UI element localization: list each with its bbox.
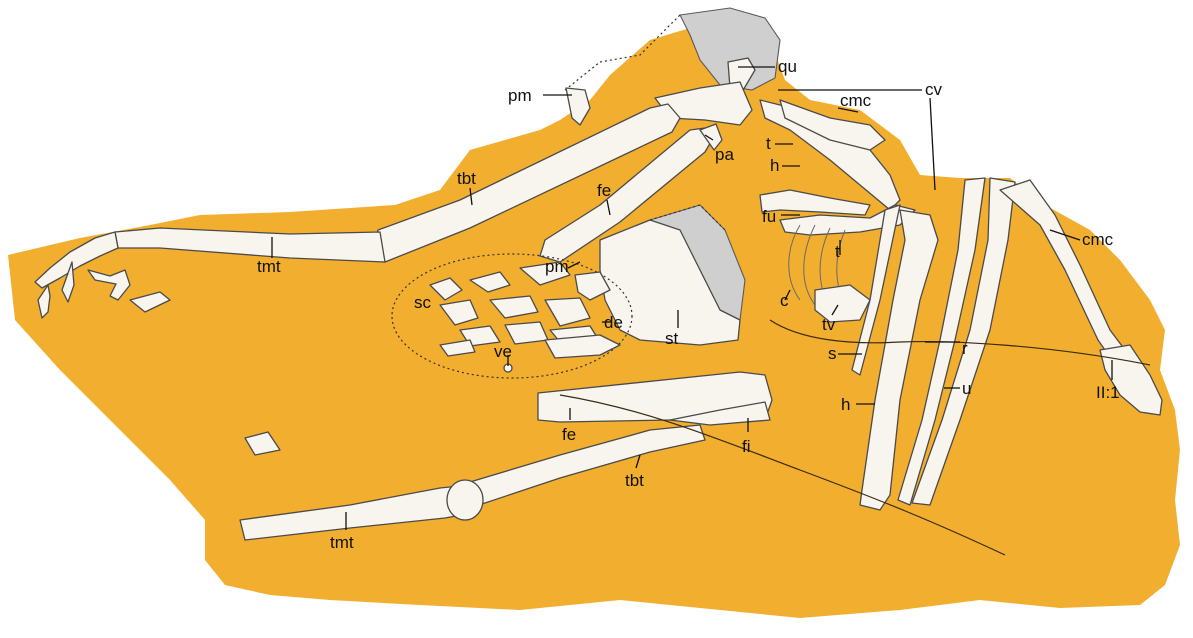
label-fe-upper: fe: [597, 181, 611, 200]
label-sc: sc: [414, 293, 432, 312]
label-tbt-lower: tbt: [625, 471, 644, 490]
label-cmc-right: cmc: [1082, 230, 1114, 249]
label-h-lower: h: [841, 395, 850, 414]
label-pm-circle: pm: [545, 257, 569, 276]
label-tv: tv: [822, 315, 836, 334]
label-tmt-left: tmt: [257, 257, 281, 276]
label-tmt-lower: tmt: [330, 533, 354, 552]
ankle-joint: [447, 480, 483, 520]
label-de: de: [604, 313, 623, 332]
label-c: c: [780, 291, 789, 310]
label-pm-skull: pm: [508, 86, 532, 105]
label-u: u: [962, 379, 971, 398]
label-fu: fu: [762, 207, 776, 226]
label-II1: II:1: [1096, 383, 1120, 402]
label-fe-lower: fe: [562, 425, 576, 444]
label-st: st: [665, 329, 679, 348]
label-cv: cv: [925, 80, 943, 99]
label-ve: ve: [494, 342, 512, 361]
label-s: s: [828, 344, 837, 363]
label-tbt-left: tbt: [457, 169, 476, 188]
label-pa: pa: [715, 145, 734, 164]
label-cmc-upper: cmc: [840, 91, 872, 110]
label-h-upper: h: [770, 156, 779, 175]
matrix-slab: [8, 25, 1180, 618]
label-fi: fi: [742, 437, 751, 456]
label-t-upper: t: [766, 134, 771, 153]
label-r: r: [962, 339, 968, 358]
label-t-ribs: t: [835, 242, 840, 261]
label-qu: qu: [778, 57, 797, 76]
